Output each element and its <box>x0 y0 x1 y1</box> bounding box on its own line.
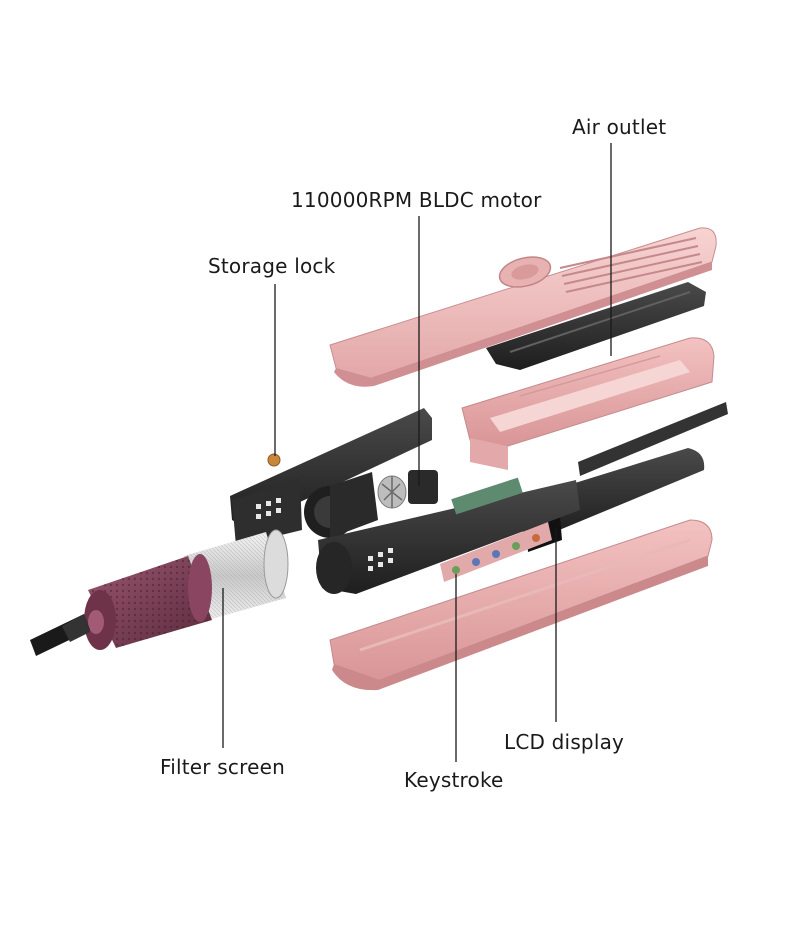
keystroke-buttons <box>440 522 552 582</box>
control-dial-icon <box>498 256 552 288</box>
rear-chassis <box>230 408 432 546</box>
leader-lines <box>222 143 612 762</box>
air-outlet-vents <box>559 237 703 293</box>
storage-lock-icon <box>267 453 281 467</box>
bottom-shell <box>329 519 713 691</box>
power-cord <box>30 614 90 656</box>
upper-inner-frame <box>486 282 706 370</box>
label-air-outlet: Air outlet <box>572 115 667 139</box>
label-bldc-motor: 110000RPM BLDC motor <box>291 188 542 212</box>
label-keystroke: Keystroke <box>404 768 504 792</box>
bldc-motor <box>304 470 438 538</box>
label-filter-screen: Filter screen <box>160 755 285 779</box>
label-storage-lock: Storage lock <box>208 254 336 278</box>
top-shell <box>329 227 717 387</box>
filter-cap <box>84 554 212 650</box>
label-lcd-display: LCD display <box>504 730 625 754</box>
front-body <box>316 477 580 594</box>
middle-pink-frame <box>461 337 715 470</box>
motor-rotor-icon <box>377 475 407 509</box>
